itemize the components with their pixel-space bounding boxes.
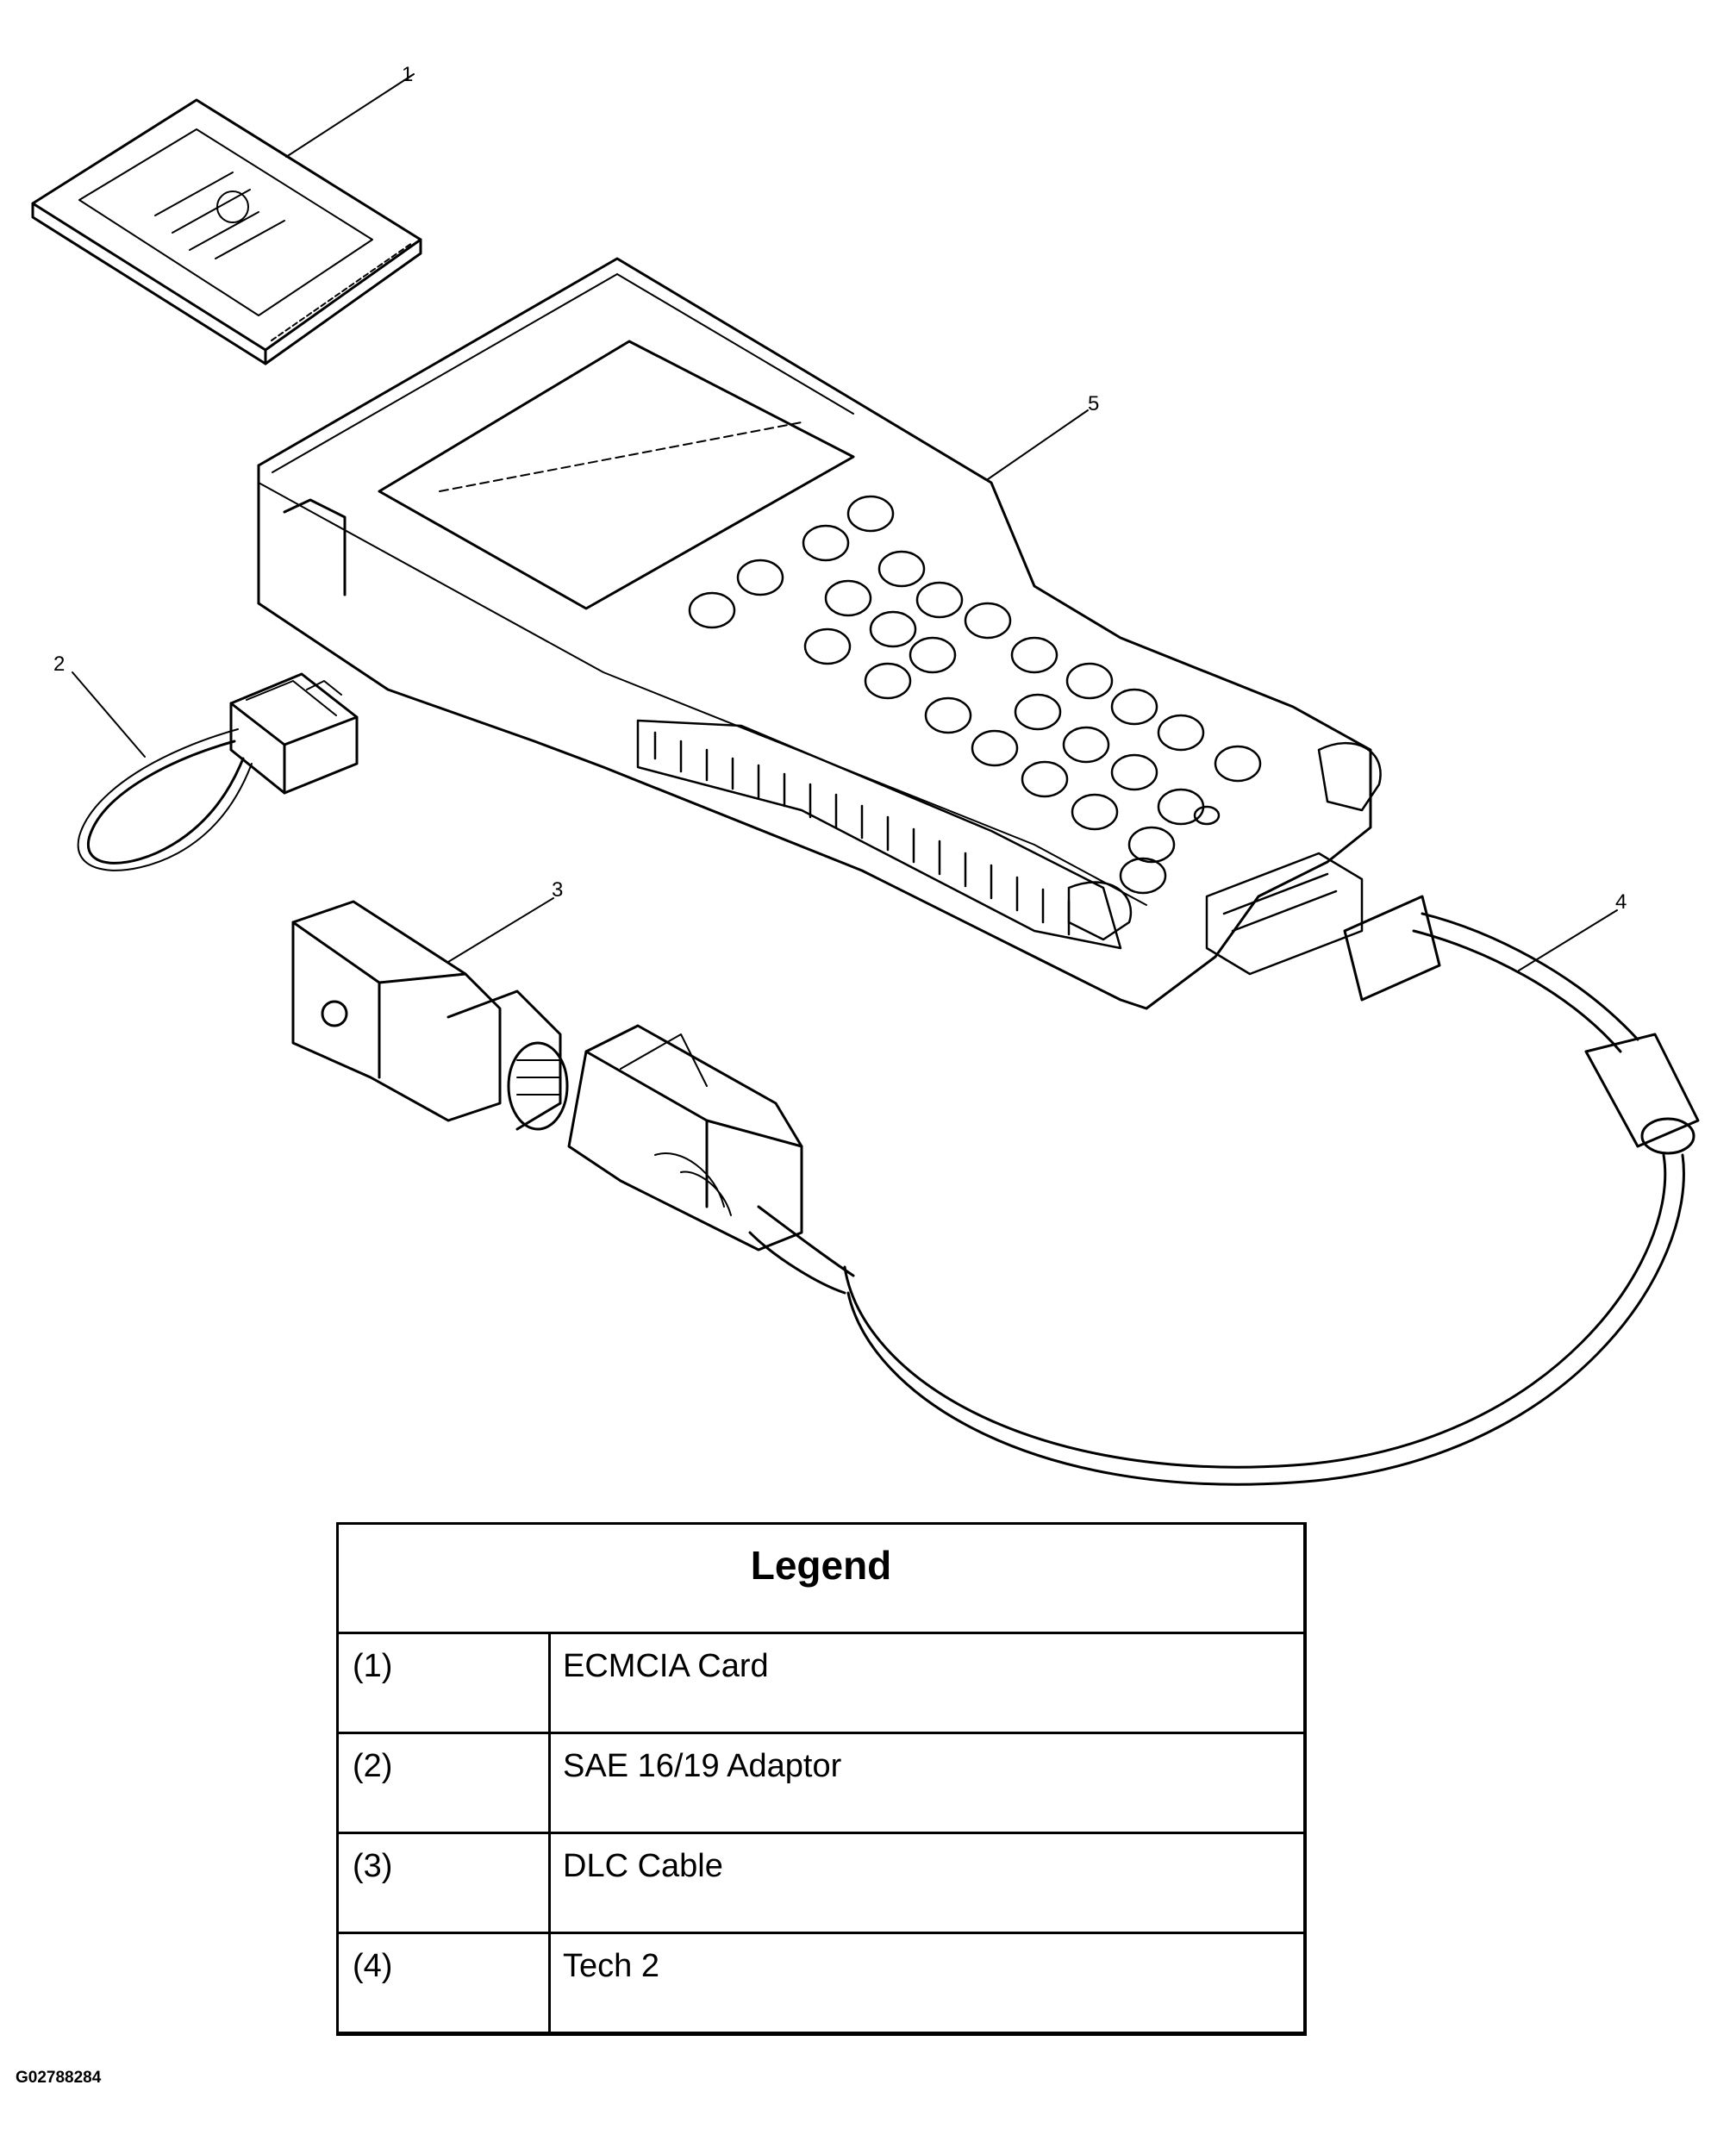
legend-row: (4) Tech 2 xyxy=(339,1934,1303,2032)
serial-port xyxy=(1205,852,1364,976)
legend-title: Legend xyxy=(339,1525,1303,1634)
callout-4: 4 xyxy=(1615,890,1627,914)
callout-2: 2 xyxy=(53,652,65,676)
card-label-art xyxy=(154,172,285,259)
ferrite-core xyxy=(1584,1033,1700,1155)
side-grip xyxy=(636,719,1382,950)
sae-adaptor xyxy=(77,672,359,871)
leader-lines xyxy=(72,73,1618,971)
screen xyxy=(378,340,855,610)
tech2-illustration: 1 2 3 4 5 xyxy=(31,63,1700,1486)
callout-3: 3 xyxy=(552,878,563,902)
legend-number: (1) xyxy=(339,1634,551,1732)
legend-number: (3) xyxy=(339,1834,551,1932)
legend-table: Legend (1) ECMCIA Card (2) SAE 16/19 Ada… xyxy=(336,1522,1307,2036)
keypad xyxy=(688,495,1262,895)
callout-1: 1 xyxy=(402,63,413,86)
pcmcia-card xyxy=(31,98,422,365)
callout-5: 5 xyxy=(1088,392,1099,415)
legend-description: Tech 2 xyxy=(563,1948,659,1984)
legend-description: ECMCIA Card xyxy=(563,1648,769,1684)
legend-row: (3) DLC Cable xyxy=(339,1834,1303,1934)
dlc-adaptor xyxy=(291,900,569,1131)
legend-number: (4) xyxy=(339,1934,551,2032)
legend-row: (2) SAE 16/19 Adaptor xyxy=(339,1734,1303,1834)
legend-description: SAE 16/19 Adaptor xyxy=(563,1748,842,1784)
dlc-cable xyxy=(567,895,1700,1486)
legend-number: (2) xyxy=(339,1734,551,1832)
legend-description: DLC Cable xyxy=(563,1848,723,1884)
figure-id: G02788284 xyxy=(16,2069,102,2087)
tech2-body xyxy=(257,257,1382,1010)
legend-row: (1) ECMCIA Card xyxy=(339,1634,1303,1734)
